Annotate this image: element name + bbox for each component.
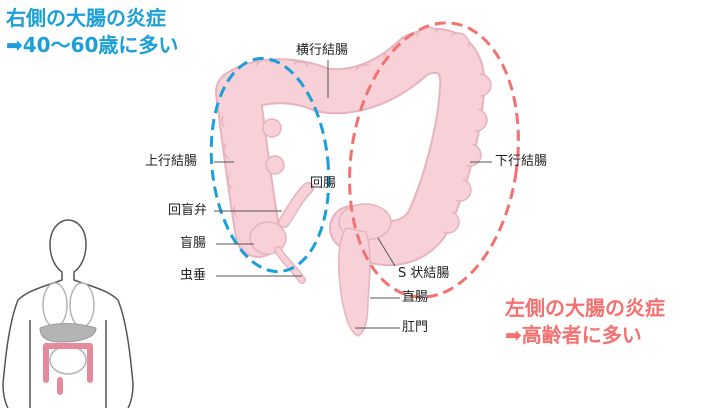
label-transverse-colon: 横行結腸 <box>296 43 349 58</box>
body-silhouette <box>2 219 134 408</box>
rectum-shape <box>337 227 371 337</box>
label-cecum: 盲腸 <box>180 236 207 251</box>
left-side-heading: 左側の大腸の炎症 ➡高齢者に多い <box>505 295 665 349</box>
label-sigmoid-colon: S 状結腸 <box>398 266 450 281</box>
right-side-heading: 右側の大腸の炎症 ➡40〜60歳に多い <box>6 5 178 59</box>
liver-shape <box>39 323 97 343</box>
right-heading-subtitle: ➡40〜60歳に多い <box>6 33 179 57</box>
label-anus: 肛門 <box>402 320 429 335</box>
label-ileocecal-valve: 回盲弁 <box>168 203 208 218</box>
cecum-shape <box>249 221 287 255</box>
left-heading-subtitle: ➡高齢者に多い <box>505 323 642 347</box>
right-heading-title: 右側の大腸の炎症 <box>6 6 166 30</box>
left-heading-title: 左側の大腸の炎症 <box>505 296 665 320</box>
label-ascending-colon: 上行結腸 <box>145 154 198 169</box>
left-side-ellipse <box>348 21 520 299</box>
right-side-ellipse <box>209 56 331 274</box>
leader-lines <box>214 60 492 329</box>
small-intestine-shape <box>49 345 87 375</box>
body-outline <box>2 219 134 408</box>
lung-right-shape <box>69 282 95 328</box>
mini-colon-shape <box>43 343 93 395</box>
colon-illustration <box>215 26 492 337</box>
label-descending-colon: 下行結腸 <box>495 154 548 169</box>
label-appendix: 虫垂 <box>180 268 207 283</box>
lung-left-shape <box>42 282 68 328</box>
label-ileum: 回腸 <box>310 176 337 191</box>
label-rectum: 直腸 <box>402 290 429 305</box>
